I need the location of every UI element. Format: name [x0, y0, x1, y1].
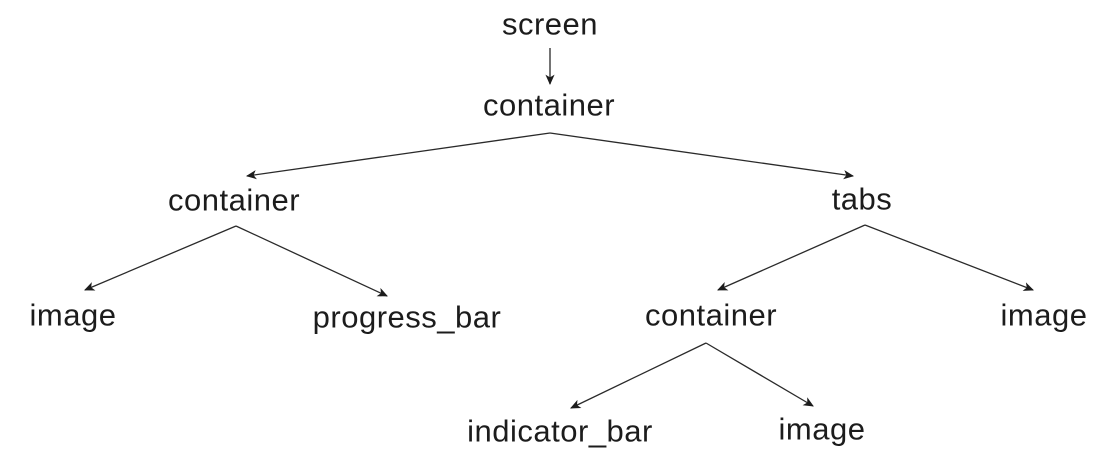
node-image-bottom: image	[778, 411, 866, 447]
edge-container-tabs-to-indicator-bar	[570, 342, 707, 409]
node-container-tabs: container	[644, 297, 778, 333]
node-tabs: tabs	[831, 181, 893, 217]
edge-tabs-to-container	[717, 224, 866, 291]
edge-container-tabs-to-image	[705, 342, 814, 407]
edge-container-to-container-left	[245, 132, 551, 180]
node-indicator-bar: indicator_bar	[467, 413, 653, 449]
node-image-left: image	[29, 297, 117, 333]
node-image-right: image	[1000, 297, 1088, 333]
node-container-root: container	[482, 87, 616, 123]
node-screen: screen	[501, 6, 599, 42]
edge-tabs-to-image	[864, 224, 1034, 291]
node-container-left: container	[167, 182, 301, 218]
edge-container-left-to-image	[84, 225, 237, 291]
node-progress-bar: progress_bar	[312, 299, 502, 335]
edge-container-left-to-progress-bar	[235, 225, 388, 297]
edge-container-to-tabs	[549, 132, 855, 180]
